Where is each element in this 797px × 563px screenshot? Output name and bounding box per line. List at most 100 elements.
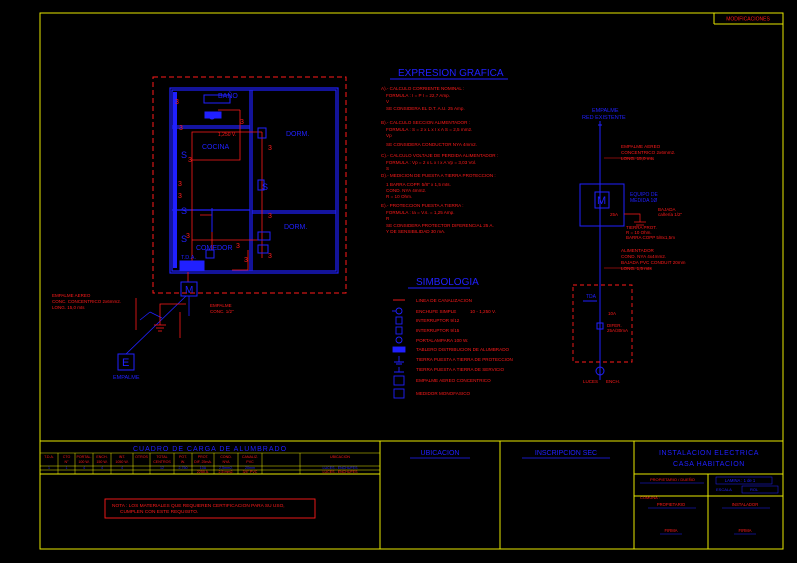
expresion-line: FORMULA : S = 2 x L x I x A S = 2,5 mm2.: [386, 127, 472, 132]
expresion-line: R = 10 Ohm.: [386, 194, 412, 199]
svg-text:3: 3: [186, 233, 190, 240]
expresion-line: FORMULA : Vp = 2 x L x I x A Vp = 3,03 V…: [386, 160, 476, 165]
simbologia-label: TABLERO DISTRIBUCION DE ALUMBRADO: [416, 347, 510, 352]
unifilar-amp: 25A: [610, 212, 618, 217]
svg-text:3: 3: [244, 257, 248, 264]
cuadro-cell: 1050 W.: [115, 460, 128, 464]
unifilar-empalme-note: EMPALME AEREO CONCENTRICO 2x6mm2. LONG. …: [621, 144, 675, 161]
expresion-line: Vp: [386, 133, 392, 138]
svg-text:3: 3: [268, 145, 272, 152]
svg-text:LONG. 15,0 mts: LONG. 15,0 mts: [52, 305, 85, 310]
simbologia-label: ENCHUFE SIMPLE: [416, 309, 456, 314]
unifilar-diagram: EMPALME RED EXISTENTE EMPALME AEREO CONC…: [572, 108, 686, 384]
expresion-line: B).- CALCULO SECCION ALIMENTADOR :: [381, 120, 470, 125]
enchufe-extra: 10 - 1,250 V.: [470, 309, 496, 314]
earth-wiring: [135, 298, 186, 338]
expresion-line: SE CONSIDERA PROTECTOR DIFERENCIAL 25 A.: [386, 223, 494, 228]
room-label-bedroom1: DORM.: [286, 131, 309, 138]
tda-box: [572, 284, 633, 363]
cuadro-cell: 2,750: [179, 466, 188, 470]
room-labels: BAÑO COCINA DORM. COMEDOR DORM.: [196, 91, 309, 252]
room-label-dining: COMEDOR: [196, 245, 233, 252]
empalme-label: EMPALME: [113, 375, 140, 381]
switch-mark: S: [181, 150, 187, 160]
cuadro-cell: CTO: [63, 455, 71, 459]
simbologia-label: TIERRA PUESTA A TIERRA DE SERVICIO: [416, 367, 504, 372]
expresion-line: COND. NYA 4mm2.: [386, 188, 426, 193]
svg-text:EMPALME AEREO: EMPALME AEREO: [52, 293, 91, 298]
title-block: UBICACION INSCRIPCION SEC INSTALACION EL…: [410, 450, 779, 535]
firma-instalador: FIRMA: [738, 528, 751, 533]
cuadro-cell: CENTROS: [153, 460, 171, 464]
escala-label: ESCALA: [716, 487, 732, 492]
cuadro-cell: 4: [101, 466, 103, 470]
cuadro-cell: OTROS: [135, 455, 148, 459]
simbologia: SIMBOLOGIA LINEA DE CANALIZACION ENCHUFE …: [392, 277, 513, 399]
cuadro-cell: UBICACION: [330, 455, 350, 459]
empalme-symbol: E: [122, 357, 129, 369]
expresion-line: V: [386, 99, 390, 104]
floor-plan: S S S S 3 3 3 3 3 3 3 3 3 3 3 3 BAÑO COC…: [52, 76, 347, 381]
svg-text:BAJADA: BAJADA: [658, 207, 676, 212]
svg-text:3: 3: [175, 99, 179, 106]
expresion-line: S: [386, 166, 389, 171]
cuadro-cell: PROT.: [198, 455, 209, 459]
meter-box-unifilar: [579, 183, 625, 227]
svg-text:3: 3: [236, 243, 240, 250]
cuadro-cell: 12: [160, 466, 164, 470]
simbologia-label: INTERRUPTOR 9/12: [416, 318, 460, 323]
switch-mark: S: [181, 234, 187, 244]
cuadro-cell: CANALIZ.: [242, 455, 258, 459]
cuadro-cell: LUCES - ENCHUFES: [323, 470, 359, 474]
cuadro-cell: INT.: [119, 455, 126, 459]
svg-text:3: 3: [179, 125, 183, 132]
svg-text:TIERRA PROT.: TIERRA PROT.: [626, 225, 657, 230]
cuadro-cell: N°: [64, 460, 69, 464]
simbologia-label: LINEA DE CANALIZACION: [416, 298, 472, 303]
tda-label: T.D.A.: [181, 255, 196, 261]
cuadro-cell: 4: [83, 466, 85, 470]
svg-text:LONG. 15,0 mts: LONG. 15,0 mts: [621, 156, 655, 161]
earth-note: EMPALME AEREO CONC. CONCENTRICO 2x6mm2. …: [52, 293, 121, 310]
simbologia-label: MEDIDOR MONOFASICO: [416, 391, 471, 396]
unifilar-top-label1: EMPALME: [592, 108, 619, 114]
cuadro-de-carga: CUADRO DE CARGA DE ALUMBRADO T.D.A.1CTON…: [40, 446, 380, 474]
svg-text:ALIMENTADOR: ALIMENTADOR: [621, 248, 655, 253]
expresion-line: SE CONSIDERA CONDUCTOR NYA 4mm2.: [386, 142, 477, 147]
cuadro-cell: TOTAL: [156, 455, 167, 459]
cuadro-cell: PORTAL.: [76, 455, 91, 459]
svg-text:DIFER.: DIFER.: [607, 323, 622, 328]
svg-text:R = 10 Ohm.: R = 10 Ohm.: [626, 230, 652, 235]
expresion-line: E).- PROTECCION PUESTA A TIERRA :: [381, 203, 464, 208]
svg-text:MEDIDA 1Ø: MEDIDA 1Ø: [630, 198, 657, 204]
svg-text:3: 3: [268, 253, 272, 260]
property-outline: [152, 76, 347, 294]
svg-text:3: 3: [188, 157, 192, 164]
expresion-lines: A).- CALCULO CORRIENTE NOMINAL :FORMULA …: [381, 86, 498, 234]
unifilar-diff: DIFER. 25A/30mA: [607, 323, 628, 333]
cuadro-cell: 2250 A.: [197, 470, 209, 474]
nota-text: NOTA : LOS MATERIALES QUE REQUIEREN CERT…: [112, 503, 285, 515]
cuadro-cell: 4: [121, 466, 123, 470]
voltage-label: 1,250 V.: [218, 132, 236, 138]
unifilar-tierra-note: TIERRA PROT. R = 10 Ohm. BARRA COPP 5/8x…: [626, 225, 675, 240]
simbologia-symbols: [392, 299, 406, 399]
unifilar-alimentador-note: ALIMENTADOR COND. NYA 4x4mm2. BAJADA PVC…: [621, 248, 686, 271]
svg-text:NOTA : LOS MATERIALES QUE REQU: NOTA : LOS MATERIALES QUE REQUIEREN CERT…: [112, 503, 285, 509]
cuadro-cell: T.D.A.: [44, 455, 54, 459]
cuadro-cell: 100 W.: [78, 460, 89, 464]
svg-text:BAJADA PVC CONDUIT 20mm: BAJADA PVC CONDUIT 20mm: [621, 260, 686, 265]
cuadro-cell: 2,5 mm2.: [219, 470, 234, 474]
propietario-label: PROPIETARIO / DUEÑO: [650, 477, 695, 482]
expresion-line: FORMULA : I = P I = 22,7 Amp.: [386, 93, 450, 98]
svg-text:CUMPLEN CON ESTE REQUISITO.: CUMPLEN CON ESTE REQUISITO.: [120, 509, 198, 515]
project-title-2: CASA HABITACION: [673, 461, 745, 468]
cuadro-cell: W.: [181, 460, 185, 464]
lamina-label: LAMINA : 1 de 1: [725, 478, 756, 483]
expresion-line: R: [386, 216, 390, 221]
svg-text:25A/30mA: 25A/30mA: [607, 328, 628, 333]
cuadro-cell: 1: [48, 466, 50, 470]
simbologia-title: SIMBOLOGIA: [416, 277, 479, 288]
